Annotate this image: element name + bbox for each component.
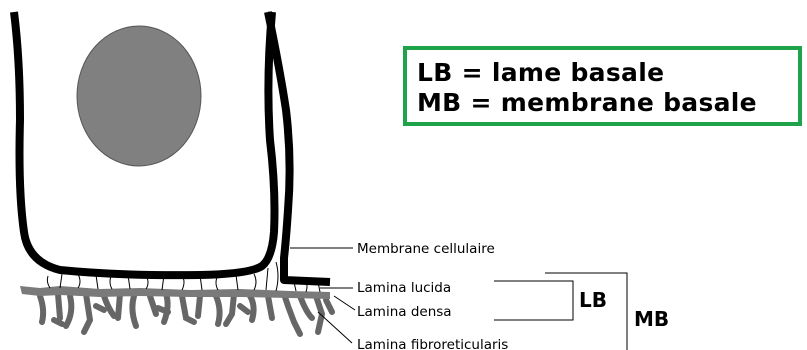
- label-lamina-fibroreticularis: Lamina fibroreticularis: [357, 337, 508, 350]
- label-lamina-lucida: Lamina lucida: [357, 280, 451, 296]
- cell-nucleus: [76, 25, 202, 167]
- mb-bracket: [545, 272, 628, 350]
- lb-bracket-label: LB: [579, 288, 607, 312]
- lamina-densa-band: [20, 286, 330, 299]
- fibroreticular-fibers: [37, 291, 335, 337]
- cell-membrane-outline: [10, 11, 279, 280]
- mb-bracket-label: MB: [634, 307, 669, 331]
- legend-line-lb: LB = lame basale: [417, 58, 665, 87]
- lb-bracket: [494, 280, 574, 321]
- legend-box: LB = lame basale MB = membrane basale: [403, 46, 802, 126]
- pointer-lines: [290, 247, 356, 344]
- label-membrane-cellulaire: Membrane cellulaire: [357, 241, 495, 257]
- legend-line-mb: MB = membrane basale: [417, 88, 757, 117]
- label-lamina-densa: Lamina densa: [357, 304, 452, 320]
- neighbour-cell-outline: [264, 11, 331, 286]
